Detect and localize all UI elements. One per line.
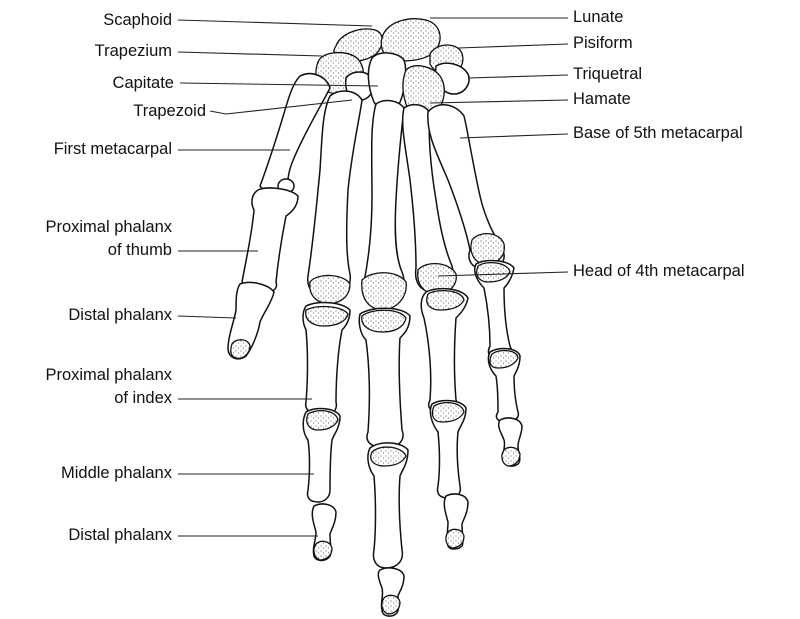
label-trapezoid: Trapezoid <box>133 102 206 120</box>
middle-finger-bones <box>359 101 410 617</box>
label-capitate: Capitate <box>113 74 174 92</box>
label-proximal-phalanx-thumb-2: of thumb <box>108 241 172 259</box>
label-hamate: Hamate <box>573 90 631 108</box>
label-proximal-phalanx-thumb-1: Proximal phalanx <box>45 218 172 236</box>
label-proximal-phalanx-index-1: Proximal phalanx <box>45 366 172 384</box>
label-triquetral: Triquetral <box>573 65 642 83</box>
middle-proximal-base <box>362 310 406 332</box>
label-middle-phalanx: Middle phalanx <box>61 464 173 482</box>
label-first-metacarpal: First metacarpal <box>54 140 172 158</box>
label-base-5th-metacarpal: Base of 5th metacarpal <box>573 124 743 142</box>
label-pisiform: Pisiform <box>573 34 633 52</box>
label-distal-phalanx-index: Distal phalanx <box>68 526 172 544</box>
label-proximal-phalanx-index-2: of index <box>114 389 173 407</box>
index-finger-bones <box>303 91 362 560</box>
index-metacarpal-head <box>310 275 350 304</box>
label-trapezium: Trapezium <box>95 42 172 60</box>
label-distal-phalanx-thumb: Distal phalanx <box>68 306 172 324</box>
label-scaphoid: Scaphoid <box>103 11 172 29</box>
label-lunate: Lunate <box>573 8 623 26</box>
label-head-4th-metacarpal: Head of 4th metacarpal <box>573 262 745 280</box>
thumb-proximal-phalanx-bone <box>242 188 298 292</box>
index-metacarpal-bone <box>308 91 362 298</box>
middle-metacarpal-head <box>362 273 407 310</box>
little-metacarpal-head <box>471 234 504 264</box>
